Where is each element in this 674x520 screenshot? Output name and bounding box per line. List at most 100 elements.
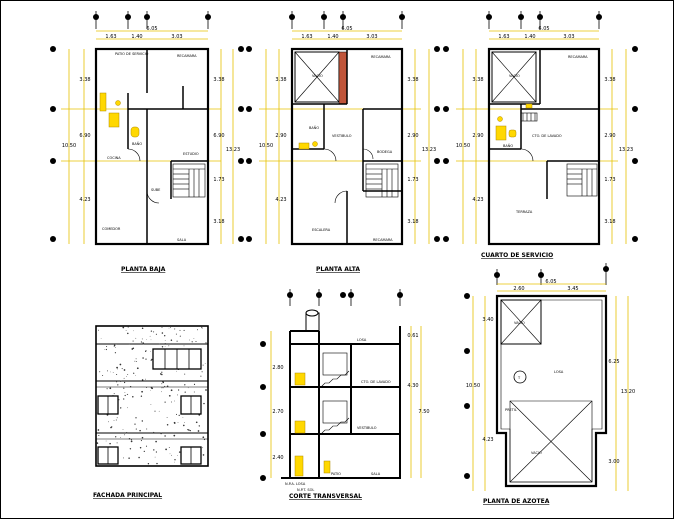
title-planta-azotea: PLANTA DE AZOTEA — [483, 498, 550, 505]
cs-dim-left-total: 10.50 — [456, 143, 470, 149]
pa-room-recamara: RECAMARA — [371, 55, 391, 59]
plan-planta-alta: 6.05 1.63 1.40 3.03 3.38 2.90 10.50 4.23… — [246, 11, 440, 273]
stone-texture-dot — [177, 394, 179, 396]
stone-texture-dot — [156, 462, 158, 465]
cs-room-recamara: RECAMARA — [568, 55, 588, 59]
stone-texture-dot — [105, 440, 107, 442]
stone-texture-dot — [115, 419, 117, 421]
stone-texture-dot — [135, 337, 137, 339]
corte-dim-l3: 2.40 — [272, 455, 283, 461]
corte-label-vestibulo: VESTIBULO — [357, 426, 377, 430]
stone-texture-dot — [205, 342, 207, 344]
corte-label-patio: PATIO — [331, 472, 341, 476]
corte-label-cto-lavado: CTO. DE LAVADO — [361, 380, 391, 384]
stone-texture-dot — [161, 391, 162, 393]
section-corte: 2.80 2.70 2.40 0.61 4.30 7.50 LOSA CTO. … — [260, 289, 430, 500]
stone-texture-dot — [159, 373, 162, 375]
stone-texture-dot — [151, 387, 153, 389]
stone-texture-dot — [154, 410, 156, 412]
pa-dim-total: 6.05 — [341, 26, 352, 32]
cs-room-terraza: TERRAZA — [515, 210, 533, 214]
stone-texture-dot — [202, 454, 205, 456]
stone-texture-dot — [174, 459, 176, 461]
az-dim-total: 6.05 — [545, 279, 556, 285]
stone-texture-dot — [161, 327, 163, 328]
stone-texture-dot — [173, 421, 176, 424]
stone-texture-dot — [142, 342, 144, 344]
stone-texture-dot — [141, 390, 143, 393]
corte-dim-total: 7.50 — [418, 409, 429, 415]
stone-texture-dot — [195, 340, 197, 343]
stone-texture-dot — [96, 412, 98, 414]
az-label-pretil: PRETIL — [505, 408, 517, 412]
title-fachada: FACHADA PRINCIPAL — [93, 492, 162, 499]
stone-texture-dot — [189, 339, 190, 341]
stone-texture-dot — [133, 372, 135, 374]
stone-texture-dot — [161, 332, 164, 334]
stone-texture-dot — [153, 331, 155, 333]
cs-dim-seg3: 3.03 — [563, 34, 574, 40]
stone-texture-dot — [111, 426, 113, 428]
pa-dim-right-a: 1.73 — [407, 177, 418, 183]
cs-room-bano: BAÑO — [503, 143, 513, 148]
stone-texture-dot — [150, 390, 151, 391]
stone-texture-dot — [113, 344, 116, 347]
az-label-losa: LOSA — [554, 370, 564, 374]
stone-texture-dot — [126, 393, 128, 395]
stone-texture-dot — [146, 339, 147, 340]
cs-dim-right-a: 1.73 — [604, 177, 615, 183]
room-bano: BAÑO — [132, 141, 142, 146]
stone-texture-dot — [114, 352, 117, 354]
az-label-vacio-bot: VACIO — [531, 451, 542, 455]
stone-texture-dot — [141, 379, 144, 381]
az-dim-right-total: 13.20 — [621, 389, 635, 395]
stone-texture-dot — [161, 383, 163, 385]
dim-left-top: 3.38 — [79, 77, 90, 83]
room-recamara: RECAMARA — [177, 54, 197, 58]
dim-seg3: 3.03 — [171, 34, 182, 40]
stone-texture-dot — [168, 345, 170, 347]
stone-texture-dot — [127, 332, 129, 335]
dim-right-mid: 6.90 — [213, 133, 224, 139]
stone-texture-dot — [177, 422, 179, 423]
stone-texture-dot — [134, 423, 136, 425]
stone-texture-dot — [146, 387, 148, 389]
stone-texture-dot — [130, 440, 133, 443]
dim-left-low: 4.23 — [79, 197, 90, 203]
stone-texture-dot — [141, 420, 143, 422]
stone-texture-dot — [184, 373, 186, 375]
stone-texture-dot — [107, 370, 108, 372]
stone-texture-dot — [135, 358, 137, 360]
stone-texture-dot — [160, 432, 162, 435]
stone-texture-dot — [142, 357, 144, 359]
stone-texture-dot — [125, 431, 128, 434]
cs-dim-right-total: 13.23 — [619, 147, 633, 153]
stone-texture-dot — [202, 364, 204, 366]
stone-texture-dot — [164, 435, 166, 437]
stone-texture-dot — [119, 380, 122, 383]
stone-texture-dot — [141, 338, 143, 340]
dim-left-total: 10.50 — [62, 143, 76, 149]
plan-azotea: 6.05 2.60 3.45 3.40 10.50 4.23 6.25 13.2… — [464, 263, 635, 505]
stone-texture-dot — [145, 445, 148, 447]
stone-texture-dot — [153, 431, 155, 433]
stone-texture-dot — [116, 381, 118, 383]
room-patio: PATIO DE SERVICIO — [115, 52, 149, 56]
stone-texture-dot — [123, 398, 125, 400]
corte-label-sala: SALA — [371, 472, 381, 476]
stone-texture-dot — [146, 428, 148, 430]
stone-texture-dot — [126, 376, 127, 377]
stone-texture-dot — [106, 345, 108, 348]
stone-texture-dot — [170, 389, 173, 392]
dim-seg1: 1.63 — [105, 34, 116, 40]
stone-texture-dot — [143, 450, 145, 453]
stone-texture-dot — [158, 410, 160, 412]
stone-texture-dot — [117, 368, 118, 370]
stone-texture-dot — [97, 429, 100, 431]
stone-texture-dot — [141, 436, 144, 439]
stone-texture-dot — [193, 391, 195, 393]
pa-dim-seg1: 1.63 — [301, 34, 312, 40]
stone-texture-dot — [166, 424, 169, 426]
stone-texture-dot — [114, 347, 116, 348]
